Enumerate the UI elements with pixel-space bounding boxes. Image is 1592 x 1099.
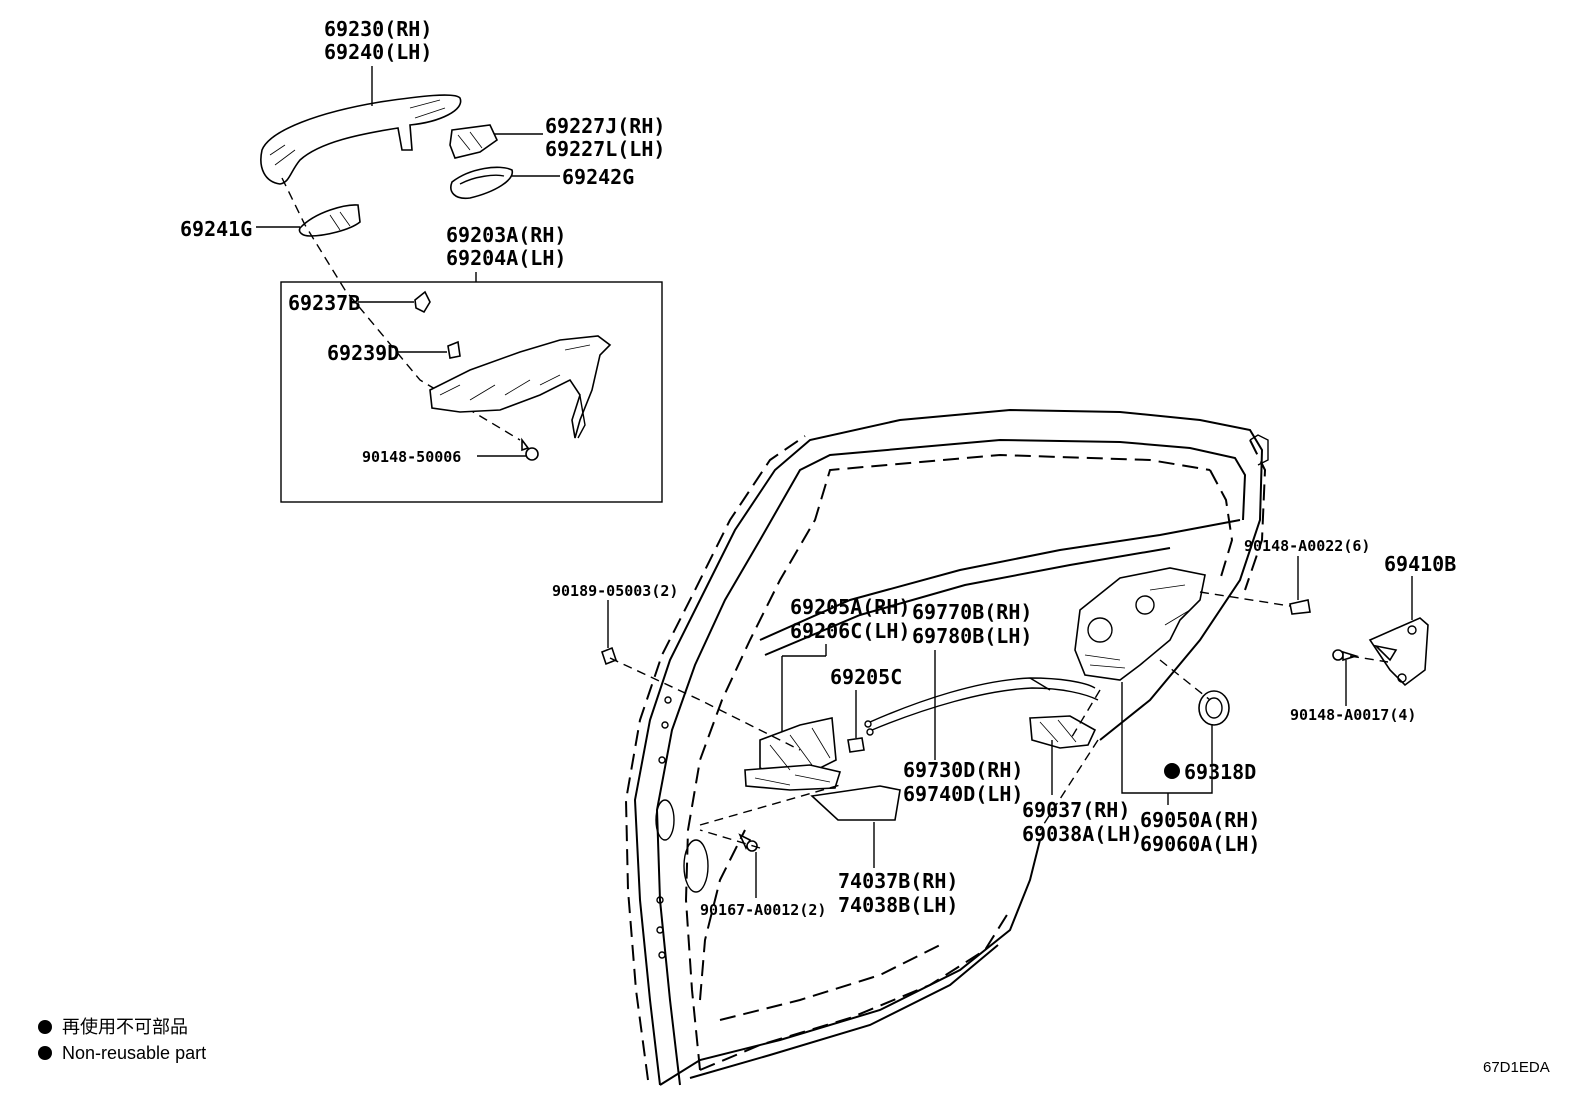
lock-lever-part [1029,715,1097,749]
label-69237B[interactable]: 69237B [288,291,360,315]
label-69227J[interactable]: 69227J(RH) [545,114,665,138]
handle-cap-part [449,124,499,159]
label-69770B[interactable]: 69770B(RH) [912,600,1032,624]
gasket-part [450,166,513,200]
cable-part [864,677,1099,736]
legend-dot-icon [38,1046,52,1060]
label-74038B[interactable]: 74038B(LH) [838,893,958,917]
label-90167[interactable]: 90167-A0012(2) [700,901,826,919]
label-69050A[interactable]: 69050A(RH) [1140,808,1260,832]
label-69060A[interactable]: 69060A(LH) [1140,832,1260,856]
door-lock-part [1074,567,1206,681]
striker-part [1368,617,1429,687]
handle-bezel-part [847,737,865,753]
seal-part [1198,690,1230,726]
label-69740D[interactable]: 69740D(LH) [903,782,1023,806]
label-69205A[interactable]: 69205A(RH) [790,595,910,619]
label-69780B[interactable]: 69780B(LH) [912,624,1032,648]
legend-dot-icon [38,1020,52,1034]
diagram-code: 67D1EDA [1483,1059,1550,1076]
label-90189[interactable]: 90189-05003(2) [552,582,678,600]
label-69038A[interactable]: 69038A(LH) [1022,822,1142,846]
label-69241G[interactable]: 69241G [180,217,252,241]
label-69410B[interactable]: 69410B [1384,552,1456,576]
door-body-outline [624,408,1269,1086]
handle-pad-part [298,204,361,237]
part-labels: 69230(RH) 69240(LH) 69227J(RH) 69227L(LH… [180,17,1456,919]
leader-lines [256,66,1413,898]
label-90148-A0022[interactable]: 90148-A0022(6) [1244,537,1370,555]
label-69204A[interactable]: 69204A(LH) [446,246,566,270]
non-reusable-dot-icon [1164,763,1180,779]
label-69206C[interactable]: 69206C(LH) [790,619,910,643]
label-69205C[interactable]: 69205C [830,665,902,689]
screw-a0017-part [1332,649,1359,662]
label-69242G[interactable]: 69242G [562,165,634,189]
label-69230[interactable]: 69230(RH) [324,17,432,41]
label-74037B[interactable]: 74037B(RH) [838,869,958,893]
label-90148-A0017[interactable]: 90148-A0017(4) [1290,706,1416,724]
label-69239D[interactable]: 69239D [327,341,399,365]
screw-part [521,437,539,461]
legend-english-text: Non-reusable part [62,1043,206,1063]
legend: 再使用不可部品 Non-reusable part [38,1017,206,1063]
label-69203A[interactable]: 69203A(RH) [446,223,566,247]
label-69318D[interactable]: 69318D [1184,760,1256,784]
clip-90189-part [601,646,617,666]
label-69227L[interactable]: 69227L(LH) [545,137,665,161]
outside-handle-part [260,94,462,185]
cap-part [447,340,461,359]
label-90148-50006[interactable]: 90148-50006 [362,448,461,466]
inside-handle-part [744,717,842,791]
clip-part [414,290,431,314]
assembly-box [280,281,663,503]
label-69730D[interactable]: 69730D(RH) [903,758,1023,782]
dashed-assembly-lines [609,591,1389,849]
label-69240[interactable]: 69240(LH) [324,40,432,64]
legend-japanese-text: 再使用不可部品 [62,1017,188,1037]
screw-a0022-part [1289,599,1311,615]
label-69037[interactable]: 69037(RH) [1022,798,1130,822]
handle-cover-part [810,785,901,821]
handle-frame-part [429,335,612,439]
